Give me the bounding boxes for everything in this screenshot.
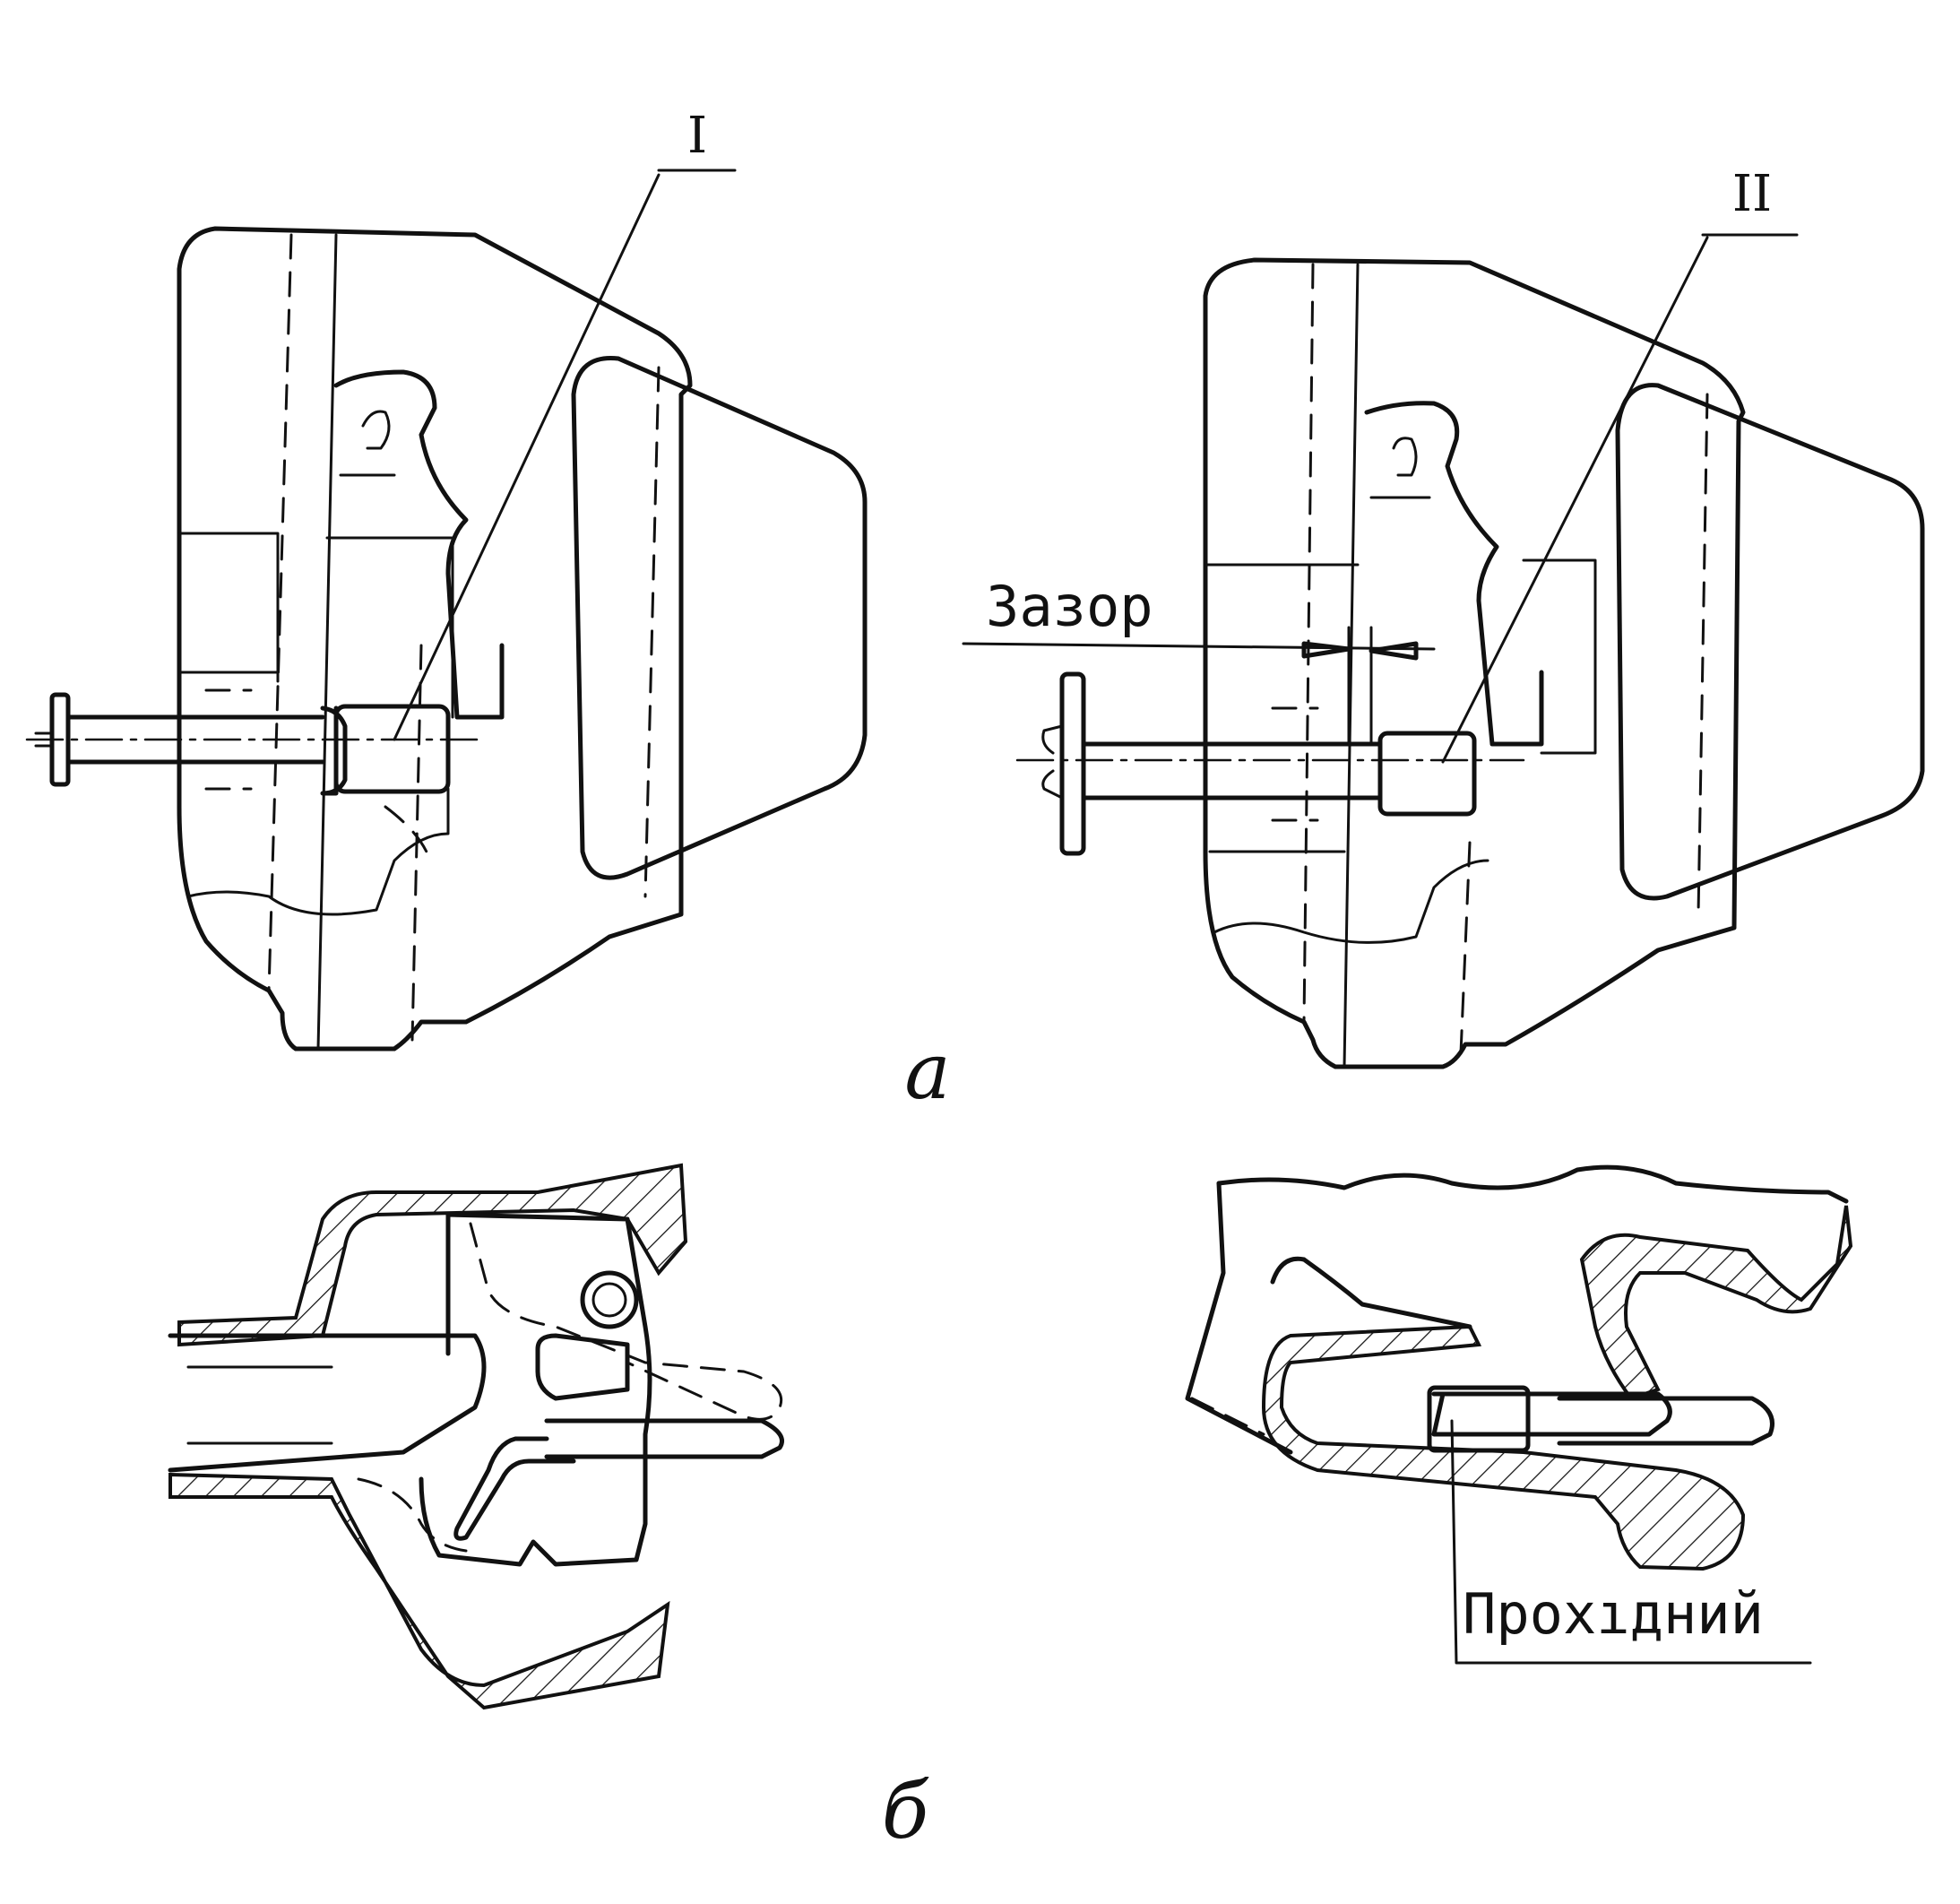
left-body-outline <box>177 226 693 1052</box>
housing-outline <box>419 1212 652 1567</box>
loop-hatch <box>1261 1324 1746 1571</box>
tube-inner <box>186 1365 333 1445</box>
left-latch-hook <box>361 410 391 450</box>
pivot-pin-inner <box>591 1282 627 1318</box>
bent-lever <box>453 1436 576 1541</box>
right-inner-hook <box>1270 1256 1472 1329</box>
shell-bottom-hatch <box>168 1472 670 1710</box>
right-lower-curve <box>1213 859 1489 944</box>
left-vertical-dashed-1 <box>267 233 293 992</box>
left-block-inner <box>325 536 454 719</box>
gap-dimension <box>962 626 1436 746</box>
left-latch <box>333 369 505 720</box>
right-pin-body <box>1431 1391 1672 1437</box>
right-latch-hook <box>1392 437 1418 477</box>
right-vertical-1 <box>1343 263 1360 1069</box>
swing-path-dashed <box>469 1222 782 1421</box>
gap-label: Зазор <box>986 574 1153 639</box>
left-lower-curve <box>186 787 450 916</box>
pass-leader-line <box>1450 1419 1812 1665</box>
shell-top-hatch <box>177 1163 688 1347</box>
panel-a-right-view <box>962 233 1925 1069</box>
hook-plate <box>535 1333 630 1401</box>
callout-label-1: I <box>687 107 707 165</box>
right-body-outline <box>1203 257 1746 1069</box>
right-vertical-dashed-2 <box>1459 841 1472 1055</box>
lower-dashed-pocket <box>357 1477 468 1553</box>
tube-outline <box>168 1333 487 1473</box>
right-section-top-edge <box>1216 1164 1849 1204</box>
left-bolt <box>25 688 486 796</box>
callout-label-2: II <box>1732 165 1772 223</box>
left-wedge-center-dashed <box>643 366 661 898</box>
pass-label: Прохıдний <box>1463 1581 1764 1647</box>
pivot-pin <box>580 1270 639 1329</box>
left-leader-line <box>393 173 661 741</box>
right-section-left-edge <box>1185 1181 1293 1455</box>
right-wedge <box>1615 383 1925 901</box>
panel-b-right-section <box>1185 1164 1853 1665</box>
left-wedge <box>571 356 868 880</box>
right-section-dashed <box>1190 1397 1265 1436</box>
panel-b-left-section <box>168 1163 784 1710</box>
jaw-hatch <box>1579 1205 1853 1401</box>
left-block-top <box>177 532 280 683</box>
right-latch <box>1364 401 1544 747</box>
right-leader-line <box>1441 236 1709 764</box>
panel-b-caption: б <box>882 1767 929 1856</box>
right-block-inner <box>1522 558 1597 755</box>
pin-rod <box>544 1418 784 1459</box>
left-lower-dashed <box>384 805 432 862</box>
right-wedge-center-dashed <box>1697 393 1709 916</box>
panel-a-caption: а <box>904 1027 950 1117</box>
right-pin-rod <box>1557 1396 1774 1446</box>
panel-a-left-view <box>25 169 868 1052</box>
right-bolt <box>1015 671 1525 856</box>
right-pin-collar <box>1427 1385 1531 1453</box>
left-vertical-1 <box>316 233 338 1051</box>
